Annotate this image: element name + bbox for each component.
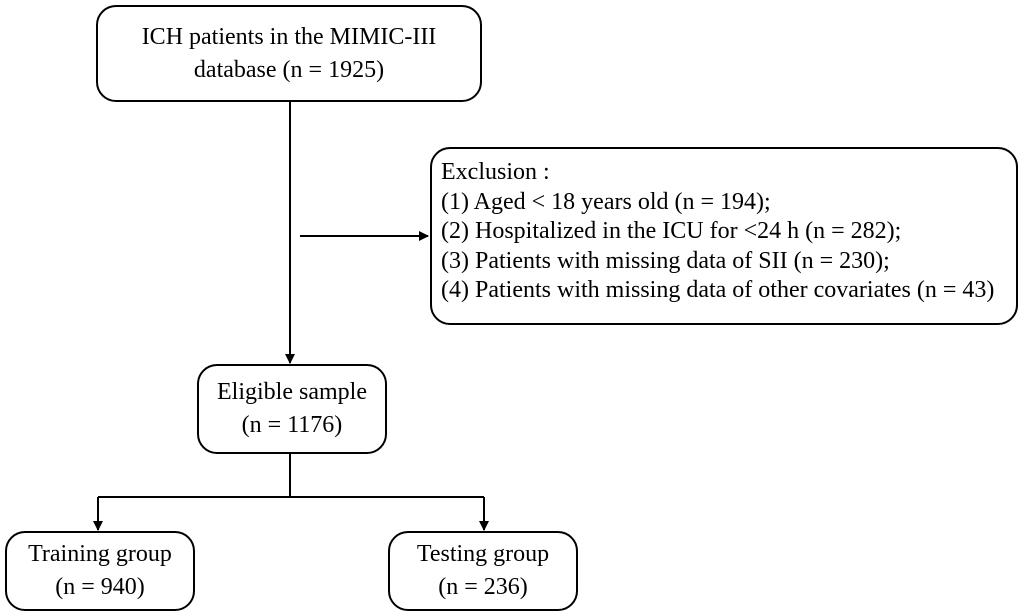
source-line-1: ICH patients in the MIMIC-III	[141, 23, 437, 50]
training-group-box: Training group (n = 940)	[5, 531, 195, 611]
exclusion-title: Exclusion :	[441, 159, 550, 185]
testing-line-1: Testing group	[416, 541, 550, 567]
testing-line-2: (n = 236)	[438, 574, 528, 600]
source-line-2: database (n = 1925)	[193, 56, 385, 83]
exclusion-item-3: (3) Patients with missing data of SII (n…	[441, 247, 890, 274]
testing-group-box: Testing group (n = 236)	[388, 531, 578, 611]
eligible-line-2: (n = 1176)	[241, 412, 343, 438]
eligible-sample-box: Eligible sample (n = 1176)	[197, 364, 387, 454]
source-population-box: ICH patients in the MIMIC-III database (…	[96, 5, 482, 102]
eligible-line-1: Eligible sample	[217, 379, 367, 405]
training-line-1: Training group	[28, 541, 172, 567]
exclusion-item-1: (1) Aged < 18 years old (n = 194);	[441, 188, 771, 215]
exclusion-criteria-box: Exclusion : (1) Aged < 18 years old (n =…	[430, 147, 1018, 325]
exclusion-item-4: (4) Patients with missing data of other …	[441, 277, 995, 303]
training-line-2: (n = 940)	[55, 574, 145, 600]
exclusion-item-2: (2) Hospitalized in the ICU for <24 h (n…	[441, 218, 902, 244]
